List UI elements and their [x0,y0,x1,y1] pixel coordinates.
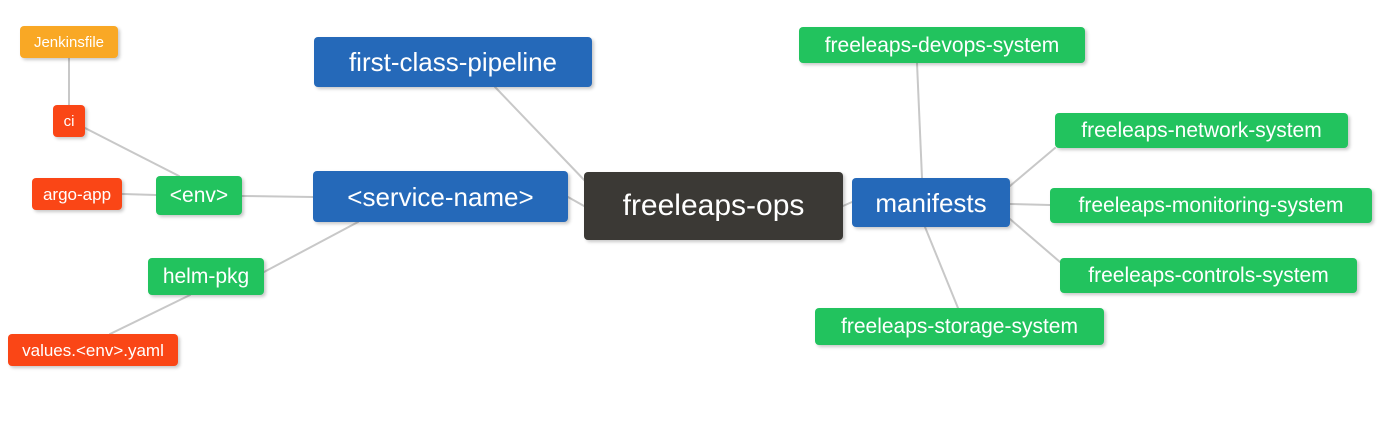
edge-manifests-to-freeleaps-network-system [1009,147,1056,187]
node-argo-app[interactable]: argo-app [32,178,122,210]
edge-env-to-ci [84,127,180,177]
node-first-class-pipeline[interactable]: first-class-pipeline [314,37,592,87]
edge-service-name-to-helm-pkg [263,221,359,273]
node-freeleaps-network-system[interactable]: freeleaps-network-system [1055,113,1348,148]
edge-freeleaps-ops-to-first-class-pipeline [494,86,589,185]
edge-manifests-to-freeleaps-controls-system [1009,218,1061,263]
edge-manifests-to-freeleaps-storage-system [924,226,959,309]
edge-env-to-argo-app [121,193,157,196]
node-freeleaps-devops-system[interactable]: freeleaps-devops-system [799,27,1085,63]
edge-service-name-to-env [241,195,314,198]
edge-manifests-to-freeleaps-devops-system [916,62,923,179]
node-service-name[interactable]: <service-name> [313,171,568,222]
node-freeleaps-controls-system[interactable]: freeleaps-controls-system [1060,258,1357,293]
node-env[interactable]: <env> [156,176,242,215]
edge-freeleaps-ops-to-service-name [567,196,585,207]
node-jenkinsfile[interactable]: Jenkinsfile [20,26,118,58]
node-ci[interactable]: ci [53,105,85,137]
edge-freeleaps-ops-to-manifests [842,201,853,207]
edge-manifests-to-freeleaps-monitoring-system [1009,203,1051,206]
node-freeleaps-monitoring-system[interactable]: freeleaps-monitoring-system [1050,188,1372,223]
edge-helm-pkg-to-values-yaml [109,294,191,335]
node-freeleaps-storage-system[interactable]: freeleaps-storage-system [815,308,1104,345]
node-helm-pkg[interactable]: helm-pkg [148,258,264,295]
node-values-yaml[interactable]: values.<env>.yaml [8,334,178,366]
node-manifests[interactable]: manifests [852,178,1010,227]
node-freeleaps-ops[interactable]: freeleaps-ops [584,172,843,240]
